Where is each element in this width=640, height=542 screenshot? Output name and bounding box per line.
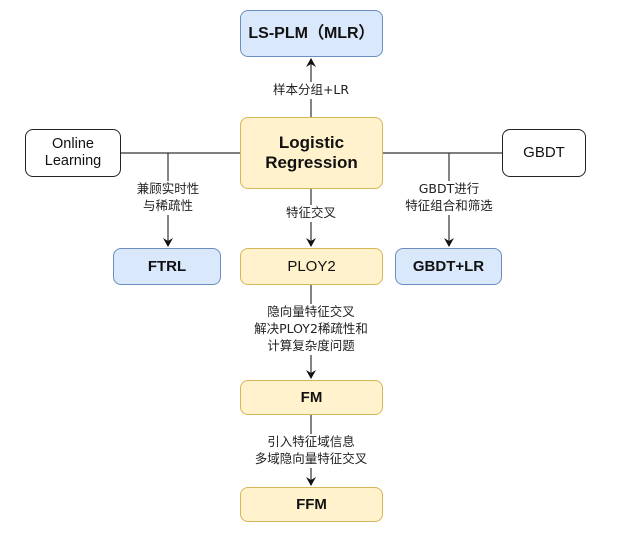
node-ffm-label: FFM	[296, 495, 327, 513]
node-online-learning[interactable]: Online Learning	[25, 129, 121, 177]
node-ftrl[interactable]: FTRL	[113, 248, 221, 285]
node-ffm[interactable]: FFM	[240, 487, 383, 522]
node-logistic-regression[interactable]: Logistic Regression	[240, 117, 383, 189]
node-gbdt[interactable]: GBDT	[502, 129, 586, 177]
label-lr-to-lsplm: 样本分组+LR	[261, 82, 361, 99]
node-fm-label: FM	[300, 388, 323, 406]
label-lr-to-ploy2: 特征交叉	[278, 205, 344, 222]
node-lr-label: Logistic Regression	[265, 132, 358, 172]
node-ploy2[interactable]: PLOY2	[240, 248, 383, 285]
node-online-label: Online Learning	[44, 135, 102, 169]
node-gbdtlr-label: GBDT+LR	[412, 257, 485, 275]
node-ftrl-label: FTRL	[147, 257, 187, 275]
node-lsplm[interactable]: LS-PLM（MLR）	[240, 10, 383, 57]
label-fm-to-ffm: 引入特征域信息 多域隐向量特征交叉	[250, 434, 372, 468]
label-ploy2-to-fm: 隐向量特征交叉 解决PLOY2稀疏性和 计算复杂度问题	[246, 304, 376, 355]
node-lsplm-label: LS-PLM（MLR）	[248, 24, 375, 42]
node-fm[interactable]: FM	[240, 380, 383, 415]
node-gbdt-lr[interactable]: GBDT+LR	[395, 248, 502, 285]
node-gbdt-label: GBDT	[523, 144, 565, 161]
label-gbdt-to-gbdtlr: GBDT进行 特征组合和筛选	[397, 181, 501, 215]
label-online-to-ftrl: 兼顾实时性 与稀疏性	[128, 181, 208, 215]
node-ploy2-label: PLOY2	[287, 257, 336, 275]
